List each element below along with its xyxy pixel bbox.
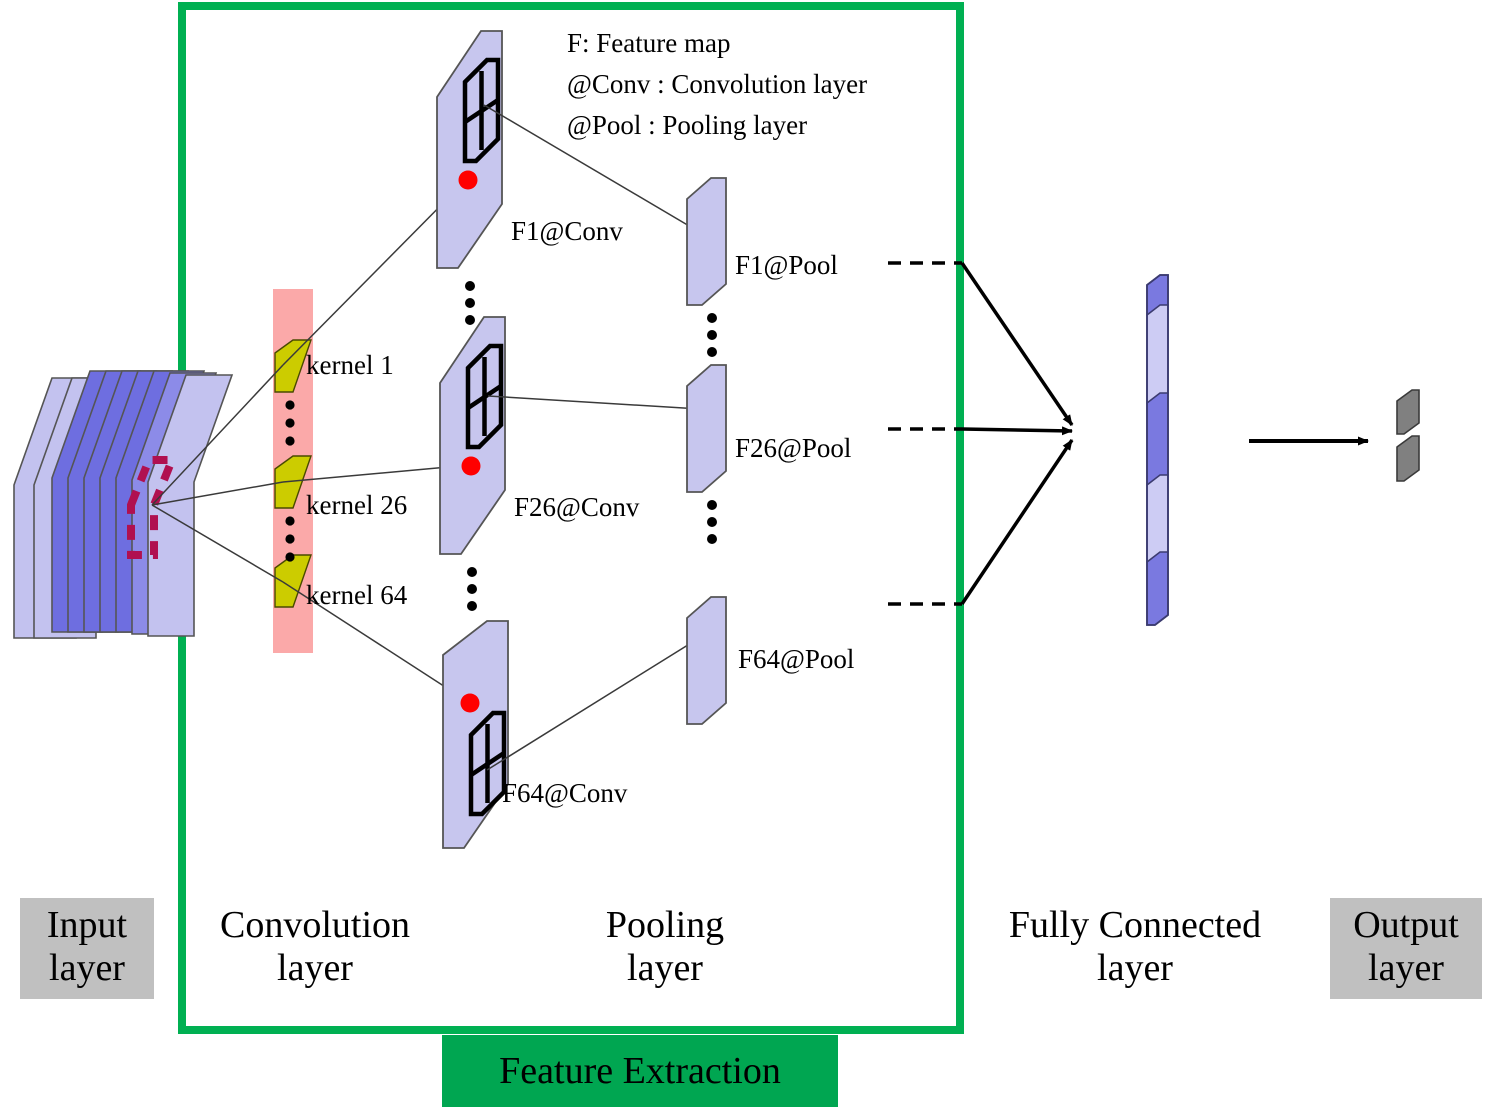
fc-arrow bbox=[960, 262, 1074, 426]
kernel-band bbox=[273, 289, 313, 653]
layer-label-convolution: Convolution layer bbox=[219, 904, 411, 989]
legend-line-pool: @Pool : Pooling layer bbox=[567, 110, 808, 140]
fc-segment bbox=[1146, 304, 1169, 404]
kernel-shape bbox=[274, 455, 312, 509]
layer-label-fully-connected: Fully Connected layer bbox=[1008, 904, 1262, 989]
pool-map-label-f1: F1@Pool bbox=[735, 250, 838, 280]
pool-feature-map bbox=[686, 596, 727, 725]
fc-segment bbox=[1146, 392, 1169, 486]
layer-label-output: Output layer bbox=[1330, 898, 1482, 1000]
conv-ellipsis bbox=[467, 567, 477, 611]
pool-connector-lines bbox=[483, 104, 719, 771]
input-slice bbox=[147, 374, 234, 637]
kernel-label-1: kernel 1 bbox=[306, 350, 394, 380]
layer-label-input: Input layer bbox=[20, 898, 154, 1000]
input-layer-stack bbox=[13, 370, 234, 639]
fc-segment bbox=[1146, 474, 1169, 563]
activation-dot bbox=[460, 693, 480, 713]
fc-arrow bbox=[960, 439, 1074, 605]
conv-map-label-f26: F26@Conv bbox=[514, 492, 640, 522]
pool-map-label-f64: F64@Pool bbox=[738, 644, 855, 674]
pool-map-label-f26: F26@Pool bbox=[735, 433, 852, 463]
kernel-label-64: kernel 64 bbox=[306, 580, 408, 610]
conv-feature-map bbox=[436, 30, 503, 269]
layer-label-pooling: Pooling layer bbox=[605, 904, 725, 989]
output-block bbox=[1396, 389, 1420, 435]
fc-segment bbox=[1146, 551, 1169, 626]
legend-line-feature-map: F: Feature map bbox=[567, 28, 731, 58]
conv-window-grid bbox=[462, 57, 501, 164]
activation-dot bbox=[458, 170, 478, 190]
fully-connected-bar bbox=[1146, 274, 1169, 626]
receptive-field-marker bbox=[127, 456, 178, 559]
legend-line-conv: @Conv : Convolution layer bbox=[567, 69, 868, 99]
conv-window-grid bbox=[465, 343, 504, 450]
connector-lines bbox=[151, 179, 471, 704]
output-layer-blocks bbox=[1396, 389, 1420, 482]
kernel-shape bbox=[274, 339, 312, 393]
activation-dot bbox=[461, 456, 481, 476]
output-block bbox=[1396, 435, 1420, 482]
conv-map-label-f1: F1@Conv bbox=[511, 216, 623, 246]
kernel-ellipsis bbox=[285, 400, 295, 562]
conv-window-grid bbox=[468, 710, 507, 817]
pool-feature-map bbox=[686, 364, 727, 493]
feature-extraction-banner: Feature Extraction bbox=[442, 1035, 838, 1107]
pool-to-fc-connections bbox=[888, 261, 1074, 606]
pool-ellipsis bbox=[707, 500, 717, 544]
conv-feature-map bbox=[442, 620, 509, 849]
conv-map-label-f64: F64@Conv bbox=[502, 778, 628, 808]
pool-feature-map bbox=[686, 177, 727, 306]
conv-feature-map bbox=[439, 316, 506, 555]
pool-ellipsis bbox=[707, 313, 717, 357]
fc-arrow bbox=[961, 426, 1073, 436]
kernel-label-26: kernel 26 bbox=[306, 490, 408, 520]
conv-ellipsis bbox=[465, 281, 475, 325]
